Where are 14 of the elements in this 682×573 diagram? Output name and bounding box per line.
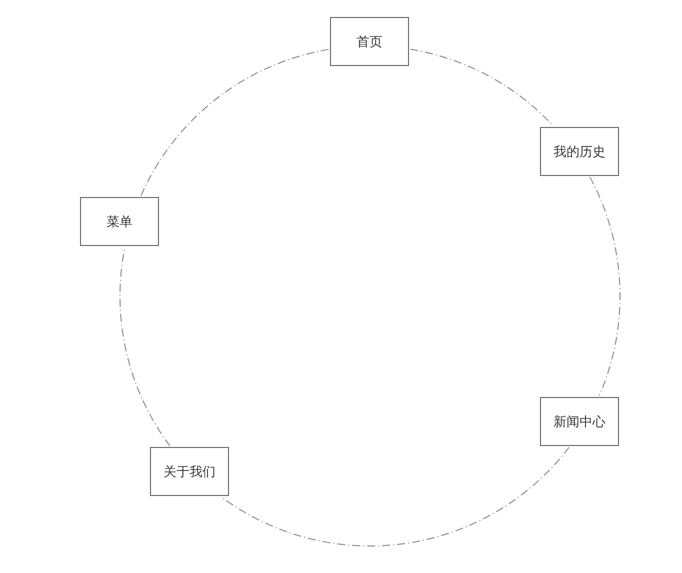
menu-label: 首页 — [356, 34, 382, 50]
connector-arc — [410, 48, 554, 126]
menu-box — [80, 197, 159, 246]
menu-label: 新闻中心 — [554, 414, 606, 430]
connector-arc — [221, 446, 570, 546]
menu-label: 关于我们 — [164, 464, 216, 480]
menu-box — [330, 17, 409, 66]
menu-label: 菜单 — [106, 214, 132, 230]
connector-arc — [140, 48, 330, 196]
menu-box — [540, 397, 619, 446]
menu-box — [540, 127, 619, 176]
menu-box — [150, 447, 229, 496]
connector-arc — [589, 176, 620, 396]
menu-label: 我的历史 — [554, 144, 606, 160]
